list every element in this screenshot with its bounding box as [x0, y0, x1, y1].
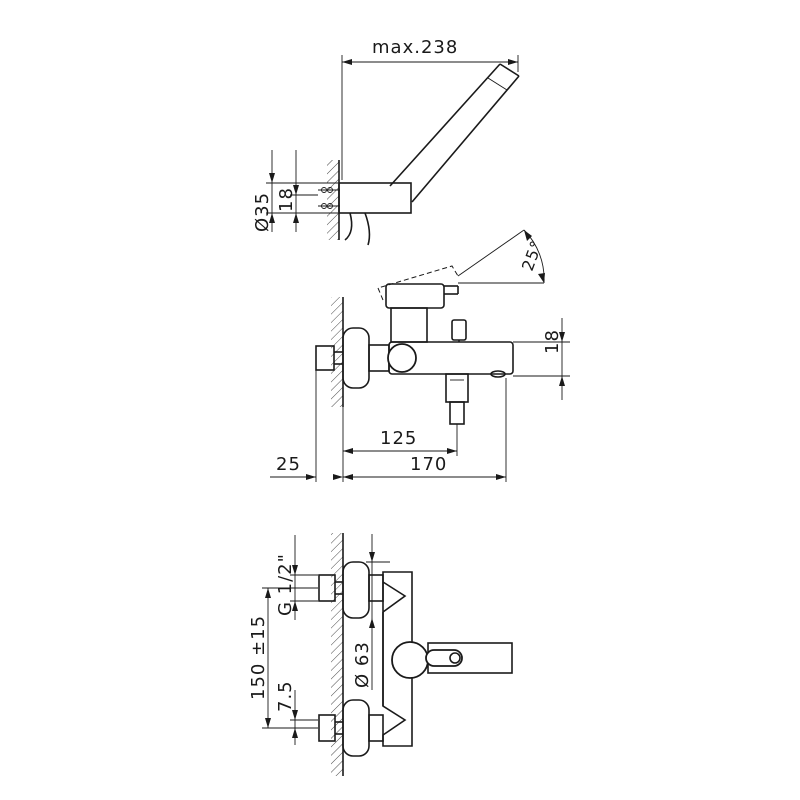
wall-top	[327, 160, 339, 240]
mixer-side-view: 25° 18 125 170 25	[270, 229, 570, 482]
eccentric-fitting	[315, 345, 335, 371]
shower-outlet	[445, 373, 469, 403]
holder-block	[338, 182, 412, 214]
diverter-knob	[387, 343, 417, 373]
dim-centers: 150 ±15	[248, 615, 269, 700]
dim-thread: G 1/2"	[275, 553, 296, 616]
dim-rosette-diameter: Ø 63	[352, 641, 373, 688]
dim-eccentric-offset: 7.5	[275, 680, 296, 712]
dim-holder-diameter: Ø35	[252, 192, 273, 232]
nut-top	[368, 574, 384, 602]
hand-shower-holder-view: max.238 Ø35 18	[252, 37, 520, 246]
lever-base	[385, 283, 445, 309]
shower-outlet-nut	[449, 401, 465, 425]
dim-lever-angle: 25°	[518, 237, 547, 273]
hand-shower	[389, 63, 520, 203]
diverter-button	[451, 319, 467, 341]
dim-wall-offset: 25	[276, 454, 301, 475]
spout-outlet	[490, 370, 506, 378]
lever-open-position	[377, 265, 459, 301]
dim-max-reach: max.238	[372, 37, 458, 58]
inlet-fitting-top	[318, 574, 336, 602]
rosette	[342, 327, 370, 389]
dim-holder-height: 18	[276, 187, 297, 212]
lever-end-icon	[449, 652, 461, 664]
dim-body-length: 170	[410, 454, 447, 475]
cartridge-housing	[390, 307, 428, 343]
mixer-front-view: G 1/2" Ø 63 150 ±15 7.5	[248, 533, 513, 776]
lever-front	[425, 649, 463, 667]
wall-front	[331, 533, 343, 776]
shower-hose	[344, 212, 371, 246]
screw-icon	[318, 187, 340, 209]
dim-spout-length: 125	[380, 428, 417, 449]
nut-bottom	[368, 714, 384, 742]
connector-nut	[368, 344, 390, 372]
inlet-fitting-bottom	[318, 714, 336, 742]
handle-knob	[391, 641, 429, 679]
rosette-top	[342, 561, 370, 619]
mixer-body-front	[382, 571, 413, 747]
dim-spout-offset: 18	[542, 329, 563, 354]
rosette-bottom	[342, 699, 370, 757]
